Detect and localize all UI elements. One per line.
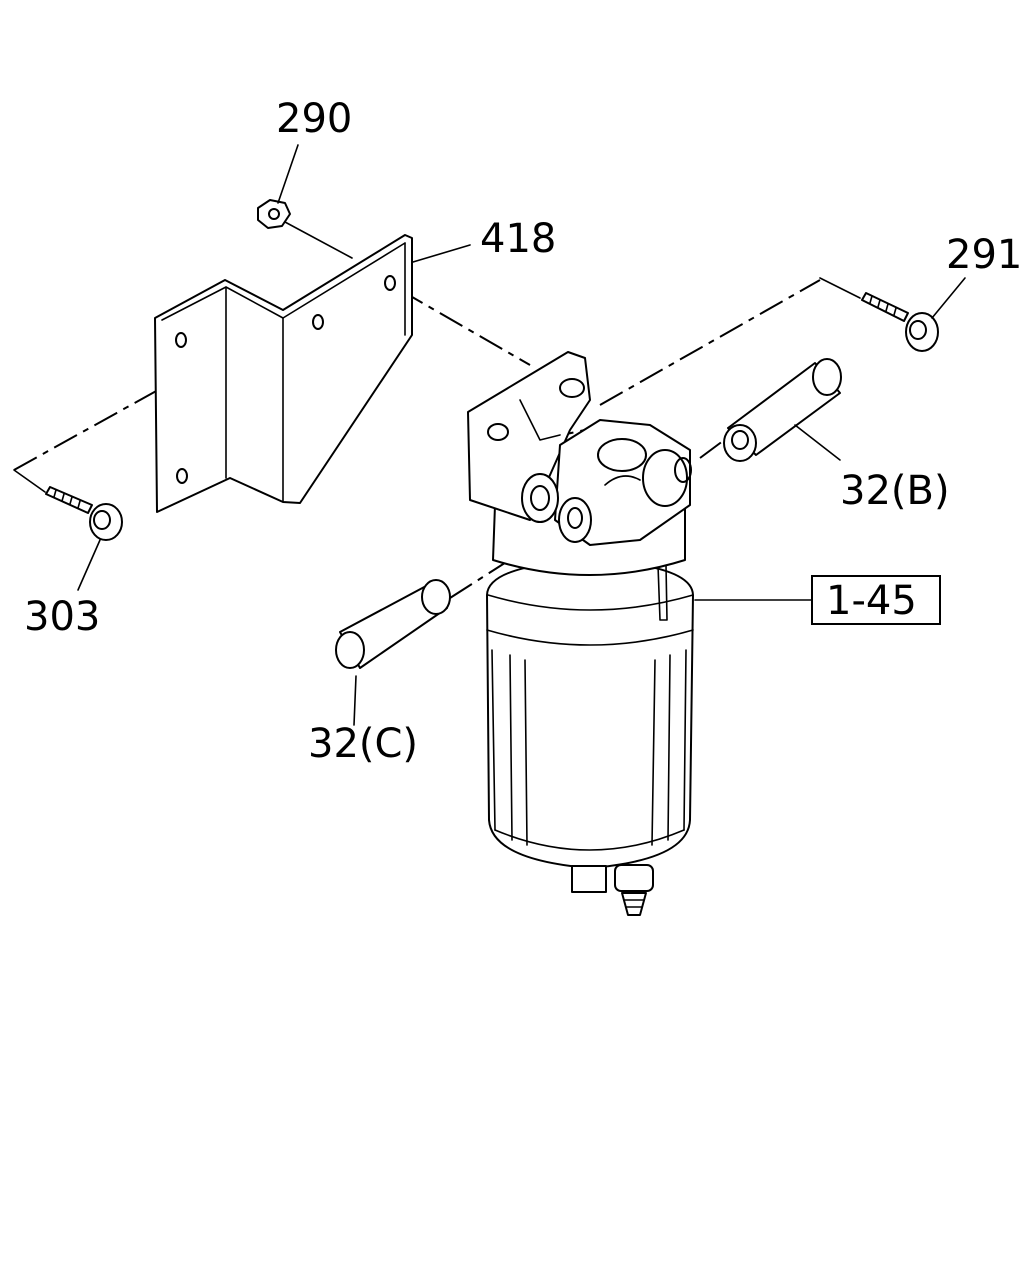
- part-label-32c: 32(C): [308, 721, 418, 767]
- part-label-290: 290: [276, 96, 352, 142]
- part-label-32b: 32(B): [840, 468, 950, 514]
- leader-lines: [77, 144, 966, 591]
- hose-32b: [723, 358, 842, 462]
- bracket-hole: [312, 314, 324, 330]
- fuel-filter-assembly: [467, 351, 813, 916]
- part-label-box: [811, 575, 941, 625]
- bracket-hole: [384, 275, 396, 291]
- bolt-303: [13, 469, 123, 541]
- hose-32c: [335, 579, 451, 726]
- part-label-1-45: 1-45: [826, 578, 917, 624]
- bracket-hole: [175, 332, 187, 348]
- mounting-bracket: [154, 234, 413, 513]
- part-label-291: 291: [946, 232, 1022, 278]
- flange-nut: [257, 199, 353, 259]
- assembly-lines: [13, 279, 821, 860]
- part-label-418: 418: [480, 216, 556, 262]
- part-label-303: 303: [24, 594, 100, 640]
- bolt-291: [819, 277, 939, 352]
- bracket-hole: [176, 468, 188, 484]
